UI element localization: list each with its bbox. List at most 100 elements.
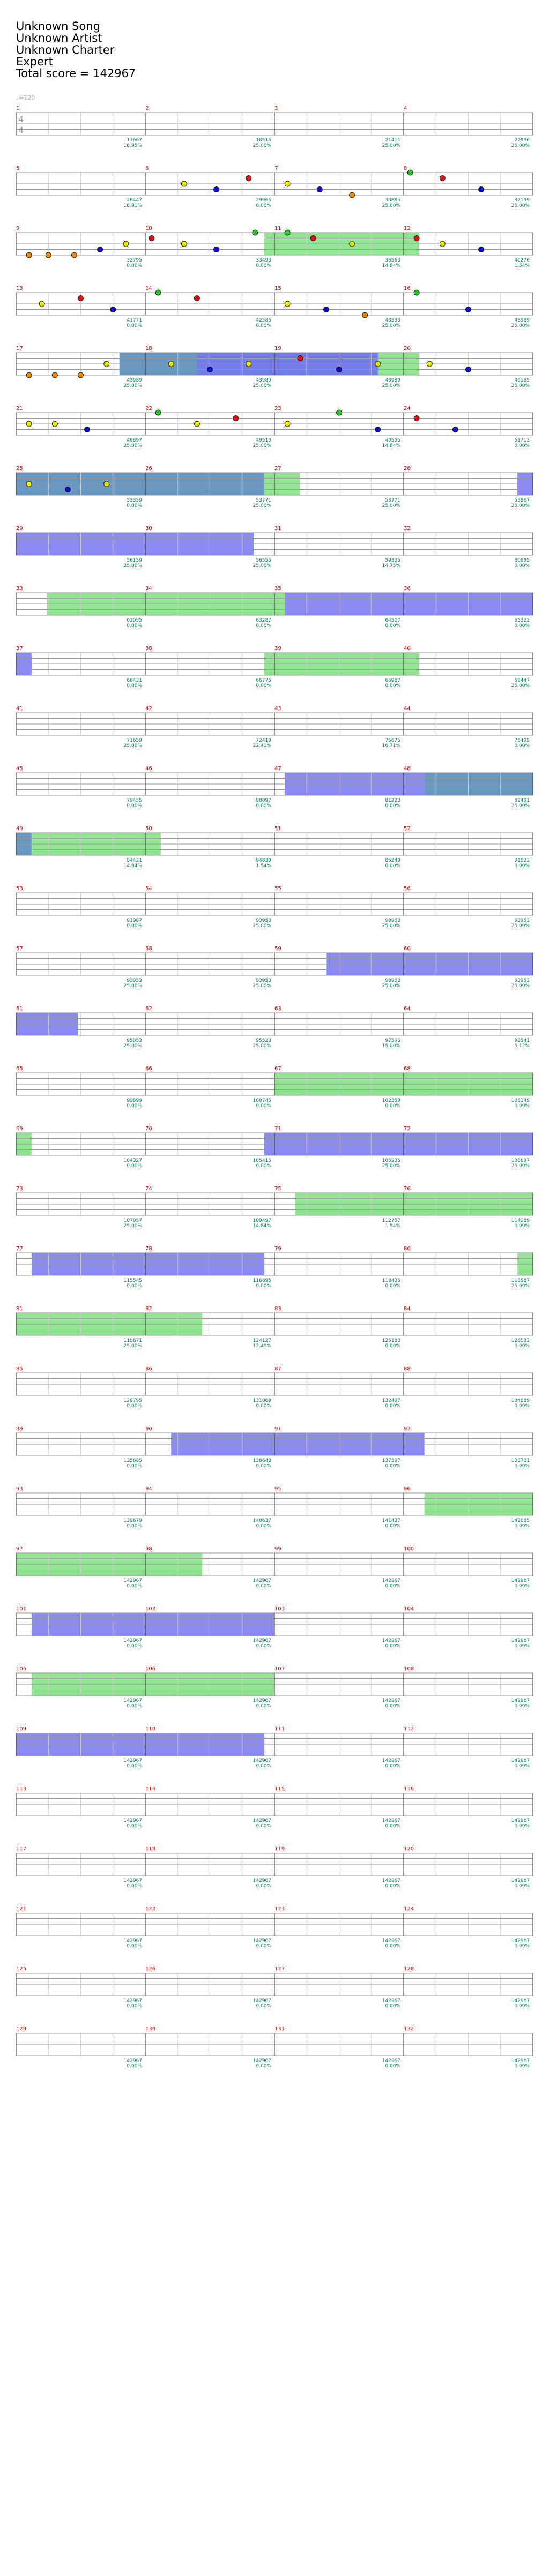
measure-number: 81	[16, 1306, 23, 1312]
measure-percent: 0.00%	[385, 1584, 400, 1589]
note-gem	[71, 252, 77, 258]
measure-score: 43989	[256, 378, 271, 383]
measure-score: 142967	[511, 1758, 530, 1764]
measure-number: 78	[145, 1246, 152, 1252]
measure-number: 100	[404, 1546, 414, 1552]
measure-number: 7	[274, 166, 278, 171]
measure-number: 124	[404, 1906, 414, 1912]
measure-percent: 0.00%	[256, 1764, 271, 1769]
measure-number: 41	[16, 706, 23, 712]
note-gem	[284, 421, 291, 427]
measure-percent: 25.00%	[253, 503, 272, 509]
measure-percent: 25.00%	[382, 983, 401, 989]
note-gem	[51, 372, 58, 378]
measure-score: 93953	[127, 978, 142, 983]
tempo-marker: ♩=120	[16, 94, 35, 101]
measure-score: 72419	[256, 738, 271, 743]
measure-percent: 25.00%	[511, 983, 530, 989]
measure-percent: 0.00%	[127, 1944, 142, 1949]
note-gem	[375, 427, 381, 432]
measure-percent: 12.49%	[253, 1343, 272, 1349]
measure-score: 134889	[511, 1398, 530, 1403]
measure-percent: 0.00%	[514, 1584, 530, 1589]
measure-score: 115545	[124, 1278, 142, 1283]
measure-percent: 0.00%	[385, 863, 400, 869]
note-gem	[323, 307, 329, 312]
measure-number: 128	[404, 1966, 414, 1972]
measure-percent: 16.95%	[124, 143, 143, 148]
measure-number: 25	[16, 466, 23, 472]
note-gem	[155, 289, 161, 296]
note-gem	[413, 289, 420, 296]
measure-percent: 25.00%	[124, 1343, 143, 1349]
measure-number: 15	[274, 286, 281, 292]
measure-number: 9	[16, 226, 19, 232]
measure-score: 53359	[127, 498, 142, 503]
note-gem	[155, 409, 161, 416]
measure-number: 99	[274, 1546, 281, 1552]
measure-number: 102	[145, 1606, 155, 1612]
measure-number: 27	[274, 466, 281, 472]
measure-number: 2	[145, 106, 149, 111]
measure-number: 110	[145, 1726, 155, 1732]
measure-score: 114289	[511, 1218, 530, 1223]
measure-number: 44	[404, 706, 411, 712]
measure-number: 82	[145, 1306, 152, 1312]
note-gem	[194, 421, 200, 427]
measure-percent: 0.00%	[256, 263, 271, 268]
measure-percent: 25.00%	[382, 143, 401, 148]
measure-number: 77	[16, 1246, 23, 1252]
measure-percent: 25.00%	[382, 923, 401, 929]
measure-number: 1	[16, 106, 19, 111]
measure-number: 13	[16, 286, 23, 292]
measure-number: 12	[404, 226, 411, 232]
chart-row: 1291429670.00%1301429670.00%1311429670.0…	[16, 2026, 533, 2069]
measure-number: 66	[145, 1066, 152, 1072]
chart-row: 295615925.00%305655525.00%315933514.75%3…	[16, 526, 533, 569]
measure-score: 142967	[382, 1998, 400, 2004]
measure-percent: 25.00%	[382, 503, 401, 509]
measure-number: 98	[145, 1546, 152, 1552]
measure-number: 104	[404, 1606, 414, 1612]
measure-percent: 25.00%	[382, 383, 401, 389]
difficulty-label: Expert	[16, 55, 53, 68]
note-gem	[246, 361, 252, 367]
total-score: Total score = 142967	[16, 67, 136, 80]
measure-score: 76495	[514, 738, 530, 743]
measure-percent: 0.00%	[127, 1824, 142, 1829]
measure-score: 43989	[127, 378, 142, 383]
measure-percent: 0.00%	[127, 1464, 142, 1469]
measure-percent: 0.00%	[127, 1704, 142, 1709]
measure-number: 53	[16, 886, 23, 892]
measure-number: 131	[274, 2026, 285, 2032]
time-signature-top: 4	[18, 114, 24, 124]
measure-score: 142967	[511, 1698, 530, 1704]
measure-number: 10	[145, 226, 152, 232]
measure-score: 142967	[382, 1818, 400, 1824]
measure-score: 131069	[253, 1398, 272, 1403]
measure-percent: 0.00%	[385, 1704, 400, 1709]
measure-score: 142967	[124, 1938, 142, 1944]
measure-number: 125	[16, 1966, 26, 1972]
measure-percent: 0.00%	[514, 1824, 530, 1829]
measure-number: 72	[404, 1126, 411, 1132]
measure-number: 84	[404, 1306, 411, 1312]
measure-number: 74	[145, 1186, 152, 1192]
chart-row: 37664310.00%38667750.00%39669870.00%4069…	[16, 646, 533, 689]
measure-percent: 25.00%	[124, 983, 143, 989]
measure-percent: 0.00%	[127, 623, 142, 629]
measure-score: 53771	[256, 498, 271, 503]
measure-percent: 14.84%	[124, 863, 143, 869]
measure-number: 113	[16, 1786, 26, 1792]
note-gem	[194, 295, 200, 301]
measure-score: 142967	[124, 1758, 142, 1764]
measure-score: 142967	[124, 1638, 142, 1644]
measure-percent: 25.00%	[253, 383, 272, 389]
note-gem	[246, 175, 252, 181]
note-gem	[233, 415, 239, 421]
measure-number: 90	[145, 1426, 152, 1432]
measure-number: 95	[274, 1486, 281, 1492]
measure-percent: 0.00%	[385, 803, 400, 809]
measure-number: 121	[16, 1906, 26, 1912]
measure-percent: 25.00%	[511, 923, 530, 929]
